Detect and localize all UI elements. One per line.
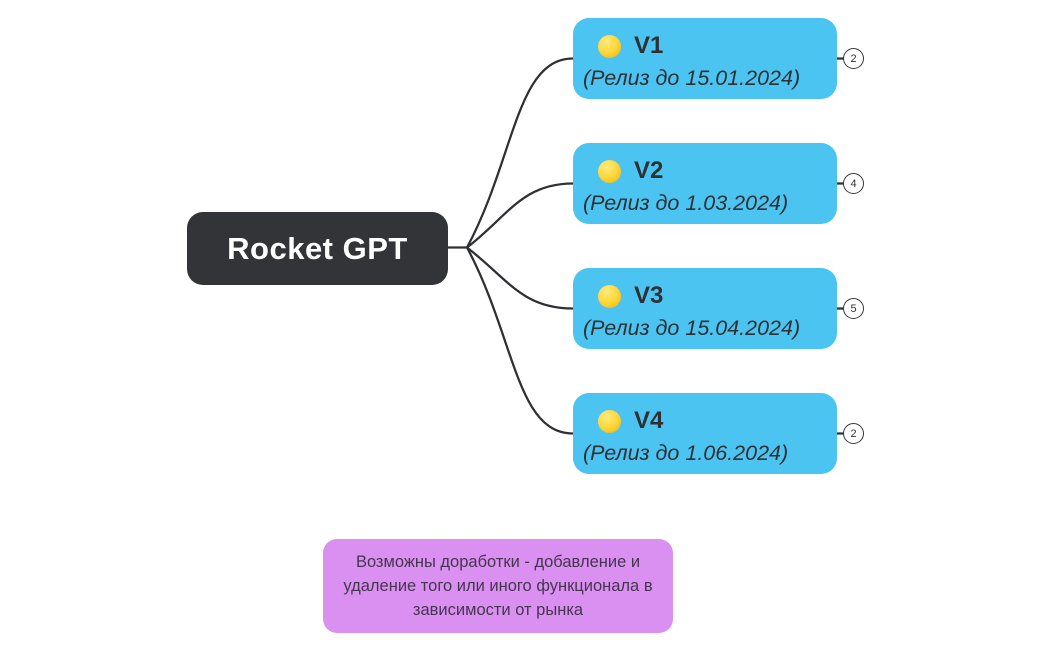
- root-node-label: Rocket GPT: [227, 230, 408, 266]
- topic-title: V1: [634, 32, 664, 59]
- edge-root-v4: [465, 246, 575, 435]
- topic-title-row: V3: [598, 281, 827, 311]
- topic-node-v4[interactable]: V4 (Релиз до 1.06.2024): [573, 393, 837, 474]
- yellow-circle-icon: [598, 409, 621, 433]
- topic-title-row: V1: [598, 31, 827, 61]
- collapsed-count-badge-v1[interactable]: 2: [843, 48, 864, 69]
- topic-title: V2: [634, 157, 664, 184]
- floating-note[interactable]: Возможны доработки - добавление и удален…: [323, 539, 673, 633]
- root-node[interactable]: Rocket GPT: [187, 212, 448, 285]
- edge-root-v2: [465, 182, 575, 249]
- collapsed-count-badge-v4[interactable]: 2: [843, 423, 864, 444]
- topic-subtitle: (Релиз до 1.06.2024): [583, 441, 789, 465]
- topic-subtitle: (Релиз до 15.04.2024): [583, 316, 801, 340]
- yellow-circle-icon: [598, 159, 621, 183]
- collapsed-count-badge-v2[interactable]: 4: [843, 173, 864, 194]
- yellow-circle-icon: [598, 34, 621, 58]
- topic-title: V4: [634, 407, 664, 434]
- yellow-circle-icon: [598, 284, 621, 308]
- edge-root-v3: [465, 246, 575, 310]
- topic-node-v2[interactable]: V2 (Релиз до 1.03.2024): [573, 143, 837, 224]
- collapsed-count-badge-v3[interactable]: 5: [843, 298, 864, 319]
- topic-node-v3[interactable]: V3 (Релиз до 15.04.2024): [573, 268, 837, 349]
- edge-root-v1: [465, 57, 575, 249]
- topic-title-row: V4: [598, 406, 827, 436]
- topic-title: V3: [634, 282, 664, 309]
- topic-node-v1[interactable]: V1 (Релиз до 15.01.2024): [573, 18, 837, 99]
- topic-subtitle: (Релиз до 15.01.2024): [583, 66, 801, 90]
- topic-subtitle: (Релиз до 1.03.2024): [583, 191, 789, 215]
- topic-title-row: V2: [598, 156, 827, 186]
